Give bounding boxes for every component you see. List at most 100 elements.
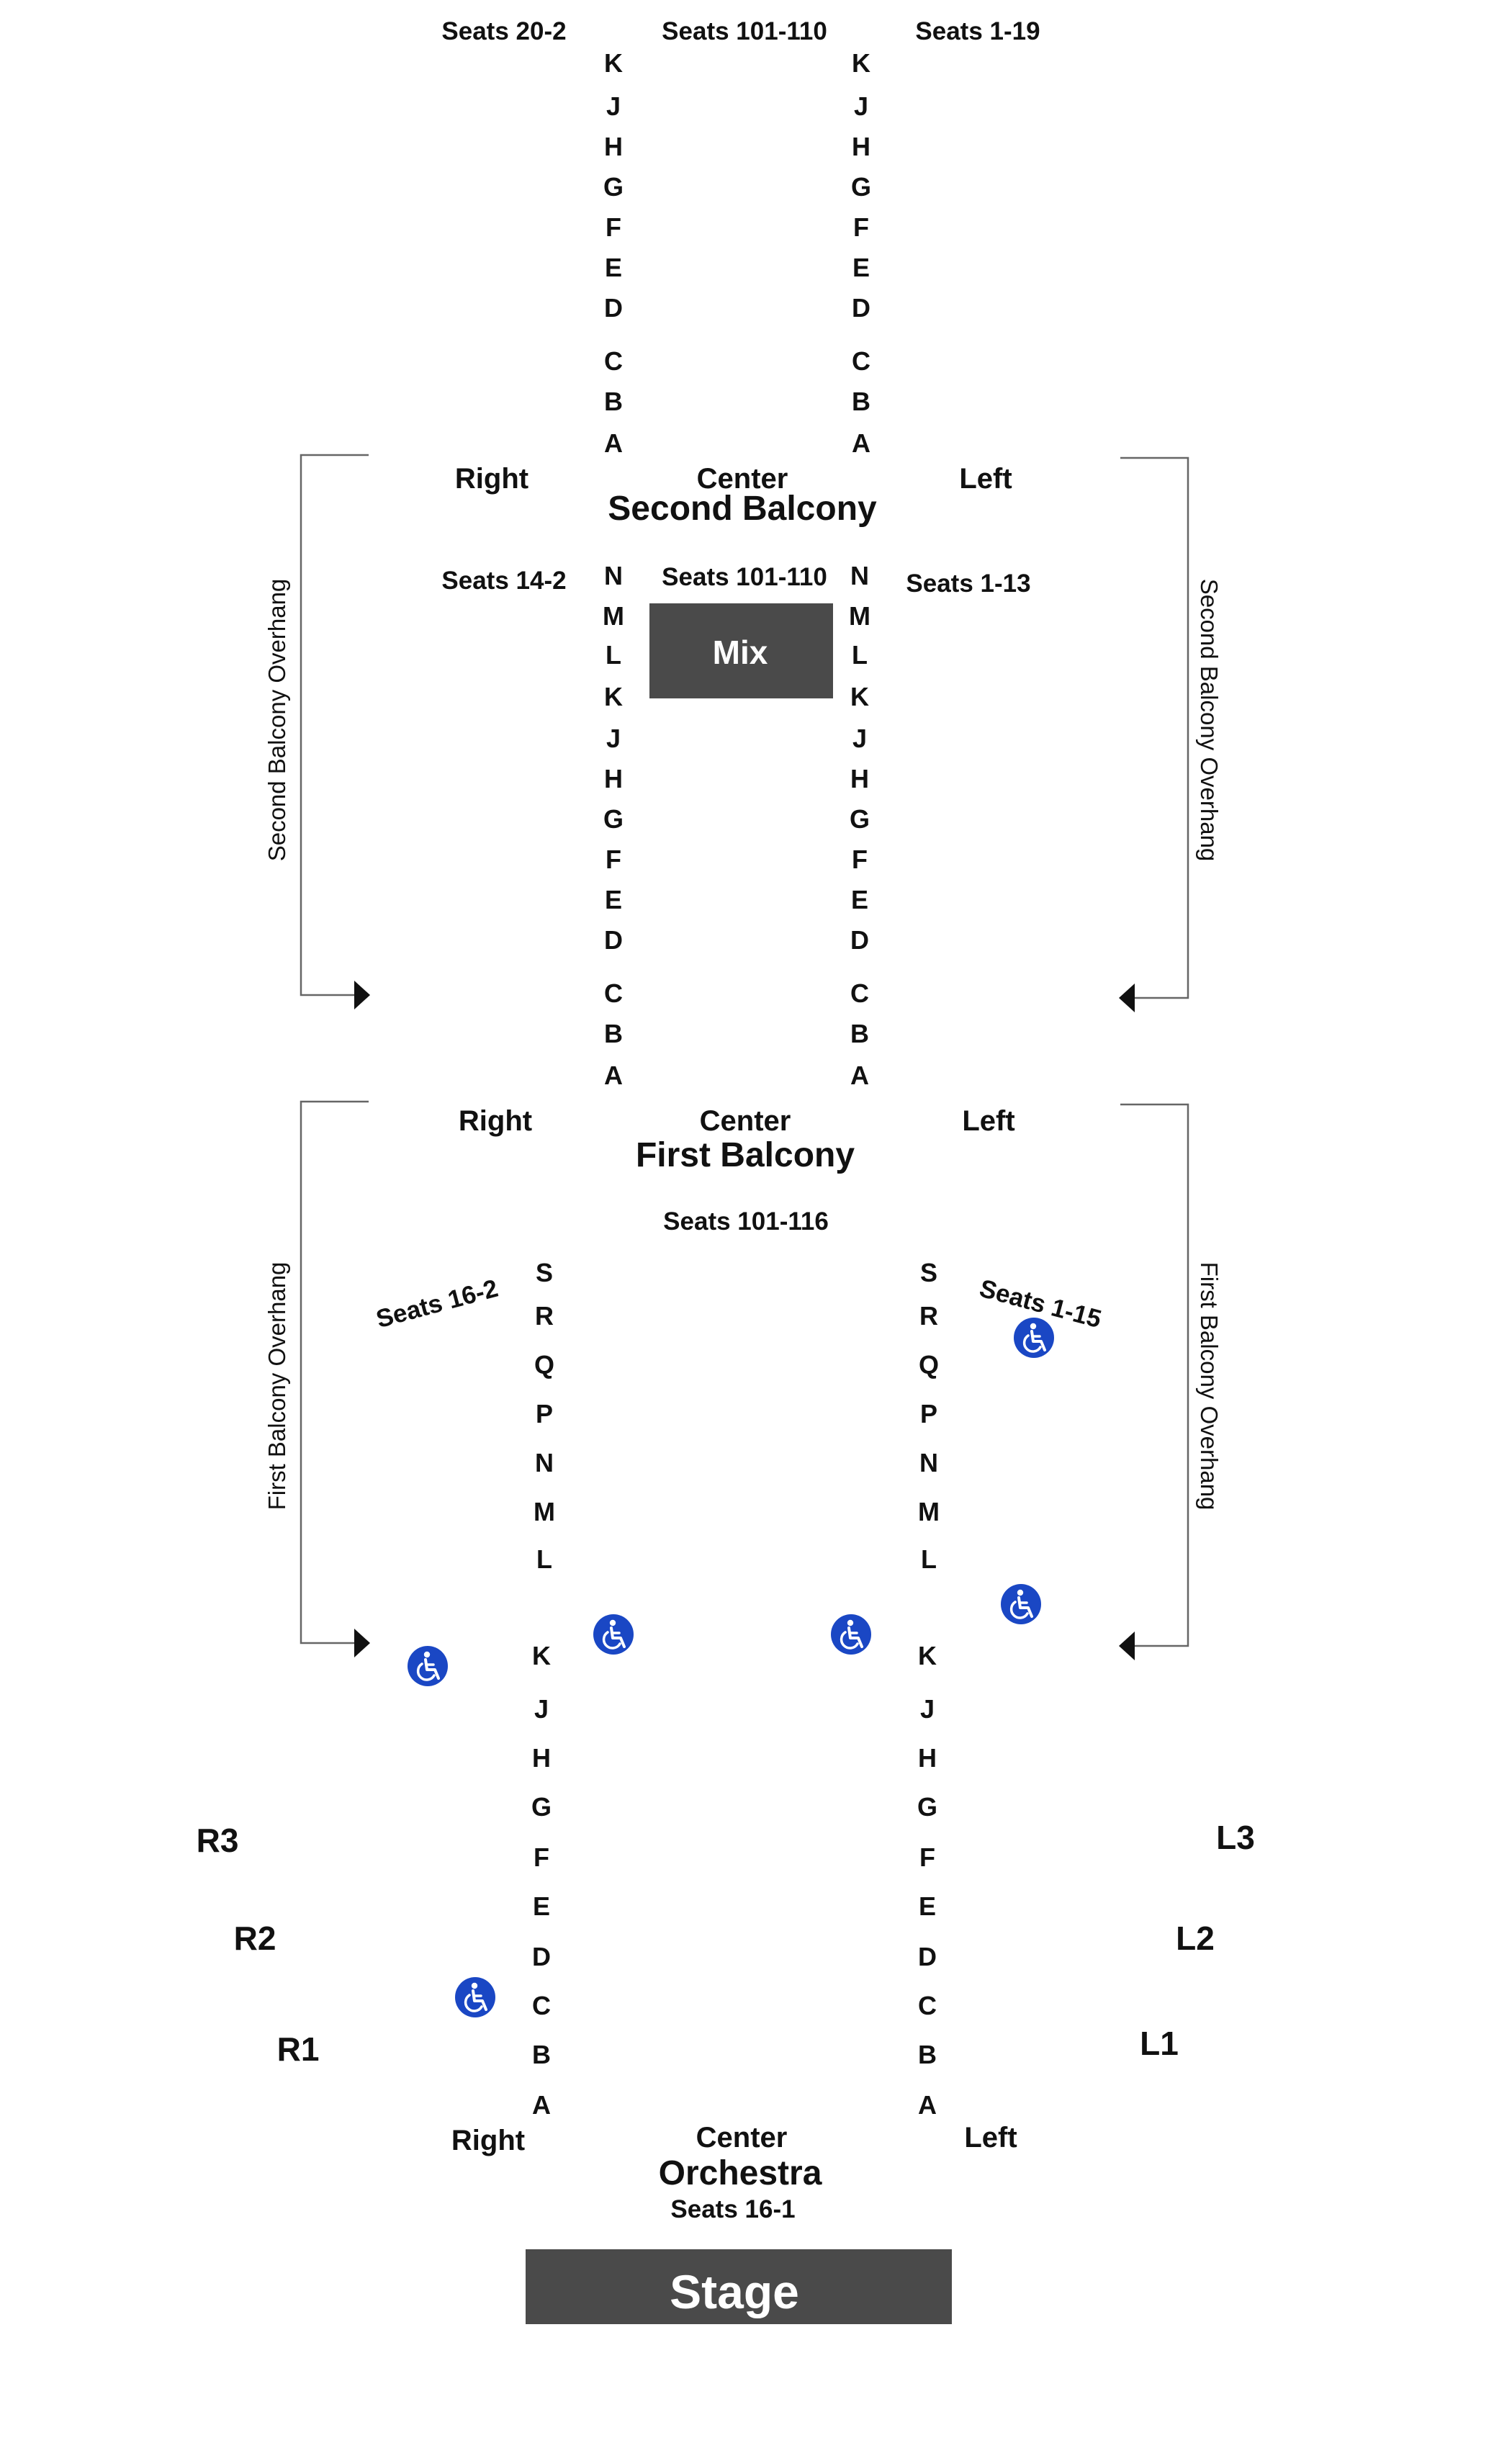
- second-balcony-overhang-left: Second Balcony Overhang: [264, 454, 370, 1009]
- row-label: L: [921, 1544, 937, 1574]
- orchestra-section: Seats 101-116 Seats 16-2 Seats 1-15 SRQP…: [197, 1207, 1255, 2223]
- section-left-label: Left: [962, 1105, 1014, 1137]
- row-label: E: [852, 253, 870, 282]
- row-label: C: [532, 1991, 551, 2020]
- row-label: J: [920, 1694, 935, 1724]
- row-label: R: [535, 1301, 554, 1331]
- row-label: J: [534, 1694, 549, 1724]
- seats-label-right: Seats 16-2: [373, 1274, 500, 1333]
- section-title-second-balcony: Second Balcony: [608, 490, 877, 528]
- row-label: D: [850, 925, 869, 955]
- seats-label-center: Seats 101-110: [662, 17, 827, 45]
- row-label: K: [604, 48, 623, 78]
- seats-label-right: Seats 14-2: [441, 567, 566, 595]
- row-label: J: [606, 91, 621, 121]
- seats-label-center: Seats 101-116: [663, 1207, 829, 1236]
- row-label: B: [604, 387, 623, 416]
- first-balcony-overhang-right: First Balcony Overhang: [1119, 1103, 1223, 1660]
- box-label-r2: R2: [234, 1920, 276, 1957]
- row-label: P: [536, 1399, 553, 1428]
- stage: Stage: [526, 2249, 952, 2324]
- row-label: G: [851, 172, 871, 202]
- box-label-l1: L1: [1140, 2025, 1179, 2062]
- seats-label-left: Seats 1-19: [915, 17, 1040, 45]
- seats-label-center: Seats 16-1: [670, 2195, 795, 2223]
- row-label: G: [603, 172, 624, 202]
- row-label: K: [918, 1641, 937, 1670]
- second-balcony-lower: Seats 14-2 Seats 101-110 Seats 1-13 NMLK…: [441, 561, 1030, 1090]
- row-label: E: [605, 253, 622, 282]
- row-label: A: [604, 1061, 623, 1090]
- overhang-label: Second Balcony Overhang: [1196, 579, 1223, 862]
- row-label: Q: [534, 1350, 554, 1380]
- overhang-label: Second Balcony Overhang: [264, 579, 290, 862]
- row-label: B: [604, 1019, 623, 1048]
- row-label: J: [854, 91, 868, 121]
- row-label: N: [604, 561, 623, 590]
- row-label: G: [917, 1792, 937, 1822]
- row-label: D: [604, 925, 623, 955]
- row-label: H: [532, 1743, 551, 1773]
- row-label: H: [604, 764, 623, 793]
- row-label: N: [919, 1448, 938, 1477]
- row-label: D: [532, 1942, 551, 1971]
- row-label: F: [853, 212, 869, 242]
- first-balcony-overhang-left: First Balcony Overhang: [264, 1100, 370, 1657]
- row-label: D: [852, 293, 870, 323]
- section-title-orchestra: Orchestra: [659, 2154, 822, 2192]
- stage-label: Stage: [670, 2265, 799, 2318]
- row-label: F: [919, 1842, 935, 1872]
- seats-label-center: Seats 101-110: [662, 563, 827, 591]
- row-label: A: [850, 1061, 869, 1090]
- row-label: D: [918, 1942, 937, 1971]
- arrow-icon: [1119, 1632, 1135, 1660]
- row-label: N: [535, 1448, 554, 1477]
- row-label: K: [532, 1641, 551, 1670]
- row-label: G: [850, 804, 870, 834]
- row-label: M: [534, 1497, 555, 1526]
- row-label: P: [920, 1399, 937, 1428]
- row-label: M: [849, 601, 870, 631]
- row-label: E: [919, 1891, 936, 1921]
- row-label: D: [604, 293, 623, 323]
- row-label: L: [536, 1544, 552, 1574]
- mix-label: Mix: [713, 634, 768, 671]
- section-left-label: Left: [964, 2122, 1017, 2154]
- row-label: B: [852, 387, 870, 416]
- row-label: G: [603, 804, 624, 834]
- row-label: C: [852, 346, 870, 376]
- overhang-label: First Balcony Overhang: [1196, 1262, 1223, 1511]
- row-label: G: [531, 1792, 552, 1822]
- box-label-r1: R1: [277, 2030, 320, 2068]
- arrow-icon: [1119, 984, 1135, 1012]
- row-label: A: [852, 428, 870, 458]
- section-center-label: Center: [697, 463, 788, 495]
- row-label: L: [606, 640, 621, 670]
- section-right-label: Right: [455, 463, 528, 495]
- box-label-r3: R3: [197, 1822, 239, 1859]
- box-label-l2: L2: [1176, 1920, 1215, 1957]
- wheelchair-icon: [408, 1646, 448, 1686]
- second-balcony-overhang-right: Second Balcony Overhang: [1119, 456, 1223, 1012]
- section-center-label: Center: [700, 1105, 791, 1137]
- row-label: E: [851, 885, 868, 914]
- row-label: H: [604, 132, 623, 161]
- arrow-icon: [354, 981, 370, 1009]
- section-right-label: Right: [451, 2125, 525, 2156]
- row-label: H: [850, 764, 869, 793]
- row-label: C: [850, 978, 869, 1008]
- section-left-label: Left: [959, 463, 1012, 495]
- wheelchair-icon: [1001, 1584, 1041, 1624]
- section-right-label: Right: [459, 1105, 532, 1137]
- row-label: B: [850, 1019, 869, 1048]
- wheelchair-icon: [455, 1977, 495, 2017]
- row-label: H: [852, 132, 870, 161]
- second-balcony-upper: Seats 20-2 Seats 101-110 Seats 1-19 KJHG…: [441, 17, 1040, 458]
- row-label: A: [532, 2090, 551, 2120]
- section-title-first-balcony: First Balcony: [636, 1136, 855, 1174]
- row-label: N: [850, 561, 869, 590]
- section-center-label: Center: [696, 2122, 788, 2154]
- row-label: F: [534, 1842, 549, 1872]
- row-label: M: [603, 601, 624, 631]
